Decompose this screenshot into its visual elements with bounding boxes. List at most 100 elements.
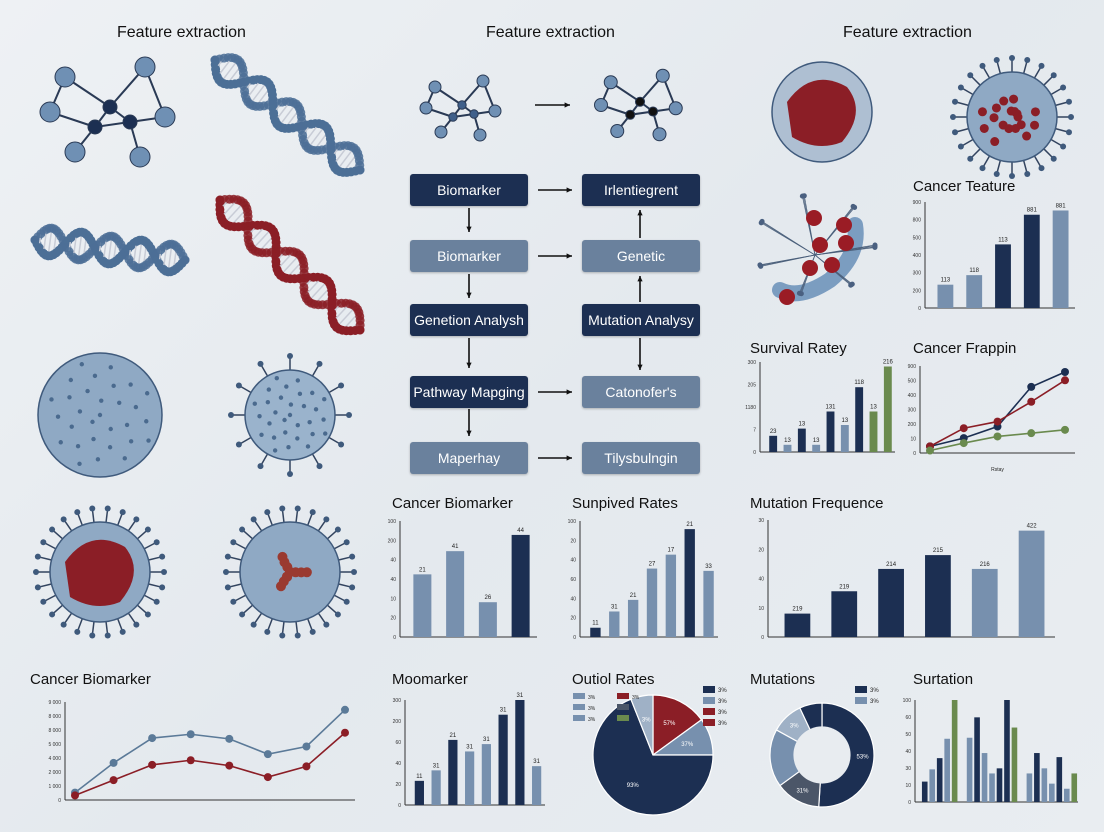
legend-swatch	[703, 686, 715, 693]
y-tick-label: 0	[393, 635, 396, 641]
atom	[603, 75, 618, 90]
arrow-head	[466, 430, 472, 436]
legend-swatch	[703, 708, 715, 715]
legend-swatch	[703, 697, 715, 704]
y-tick-label: 400	[908, 393, 917, 399]
pore	[274, 375, 279, 381]
pore	[283, 430, 288, 435]
bar	[974, 717, 980, 802]
data-point	[148, 734, 157, 743]
y-tick-label: 9 000	[48, 700, 61, 706]
chart-title-mutations: Mutations	[750, 671, 816, 688]
legend-swatch	[617, 704, 629, 710]
pore	[95, 457, 101, 462]
spike-tip	[338, 382, 345, 389]
y-tick-label: 300	[393, 698, 402, 704]
base-pair	[279, 254, 301, 276]
pore	[301, 403, 307, 409]
node	[757, 262, 763, 268]
bar-value-label: 31	[517, 693, 524, 699]
flow-box-identification: Irlentiegrent	[582, 174, 700, 206]
bar	[929, 769, 936, 802]
base-pair	[47, 228, 53, 256]
molecule-icon	[419, 74, 502, 142]
pore	[69, 424, 74, 429]
pore	[111, 383, 116, 389]
legend-label: 3%	[870, 688, 879, 694]
bar	[646, 568, 658, 637]
pore	[267, 421, 272, 426]
strand	[355, 165, 365, 175]
bar-value-label: 214	[886, 562, 897, 568]
bar	[498, 714, 508, 805]
data-point	[263, 773, 272, 782]
arrow-icon	[538, 455, 572, 461]
legend-label: 3%	[588, 695, 596, 701]
spike-tip	[40, 598, 47, 605]
dna-helix-icon	[30, 223, 190, 277]
bar	[532, 766, 542, 805]
legend-swatch	[573, 704, 585, 710]
y-tick-label: 10	[905, 783, 911, 789]
y-tick-label: 2 000	[48, 770, 61, 776]
spike-tip	[349, 553, 356, 560]
legend-swatch	[855, 697, 867, 704]
red-particle	[838, 235, 854, 251]
spike-tip	[287, 471, 293, 477]
legend-swatch	[617, 715, 629, 721]
y-tick-label: 300	[748, 360, 757, 366]
y-tick-label: 40	[905, 749, 911, 755]
spike-tip	[967, 72, 974, 79]
legend-label: 3%	[718, 710, 727, 716]
red-particle	[824, 257, 840, 273]
pore	[286, 444, 291, 450]
arrow-head	[566, 455, 572, 461]
bar	[921, 781, 928, 802]
y-tick-label: 40	[395, 761, 401, 767]
bar-value-label: 23	[770, 429, 777, 435]
particle	[1006, 106, 1016, 116]
spike-tip	[133, 621, 140, 628]
atom	[448, 112, 458, 122]
spike-tip	[338, 441, 345, 448]
spike-tip	[159, 584, 166, 591]
spike-tip	[323, 621, 330, 628]
data-point	[1027, 382, 1036, 391]
y-tick-label: 300	[913, 271, 922, 277]
spike-tip	[979, 165, 986, 172]
y-tick-label: 7	[753, 428, 756, 434]
pore	[307, 419, 312, 425]
data-point	[186, 730, 195, 739]
spike-tip	[144, 611, 151, 618]
spike-tip	[119, 509, 126, 516]
flow-box-genetion-analysis: Genetion Analysh	[410, 304, 528, 336]
particle	[979, 123, 989, 133]
y-tick-label: 1 000	[48, 784, 61, 790]
atom	[428, 80, 442, 94]
pore	[79, 362, 85, 367]
legend-label: 3%	[588, 706, 596, 712]
spike-tip	[1024, 57, 1031, 64]
legend-label: 3%	[588, 717, 596, 723]
chart-title-sunpived-rates: Sunpived Rates	[572, 495, 678, 512]
y-tick-label: 8 000	[48, 714, 61, 720]
y-tick-label: 20	[570, 616, 576, 622]
base-pair	[307, 125, 326, 149]
spike-tip	[1009, 55, 1015, 61]
strand	[180, 255, 190, 265]
y-tick-label: 60	[905, 715, 911, 721]
spike-tip	[957, 84, 964, 91]
bar-value-label: 215	[933, 548, 944, 554]
chart-title-outiol-rates: Outiol Rates	[572, 671, 655, 688]
bar	[826, 411, 835, 452]
bar-value-label: 216	[883, 360, 894, 366]
cell-body	[966, 71, 1058, 163]
atom	[469, 109, 479, 119]
pore	[144, 419, 149, 424]
y-tick-label: 200	[908, 422, 917, 428]
spike-tip	[1050, 155, 1057, 162]
bar-value-label: 118	[969, 268, 979, 274]
node	[848, 282, 854, 288]
spike-tip	[316, 360, 323, 367]
spike-tip	[133, 516, 140, 523]
